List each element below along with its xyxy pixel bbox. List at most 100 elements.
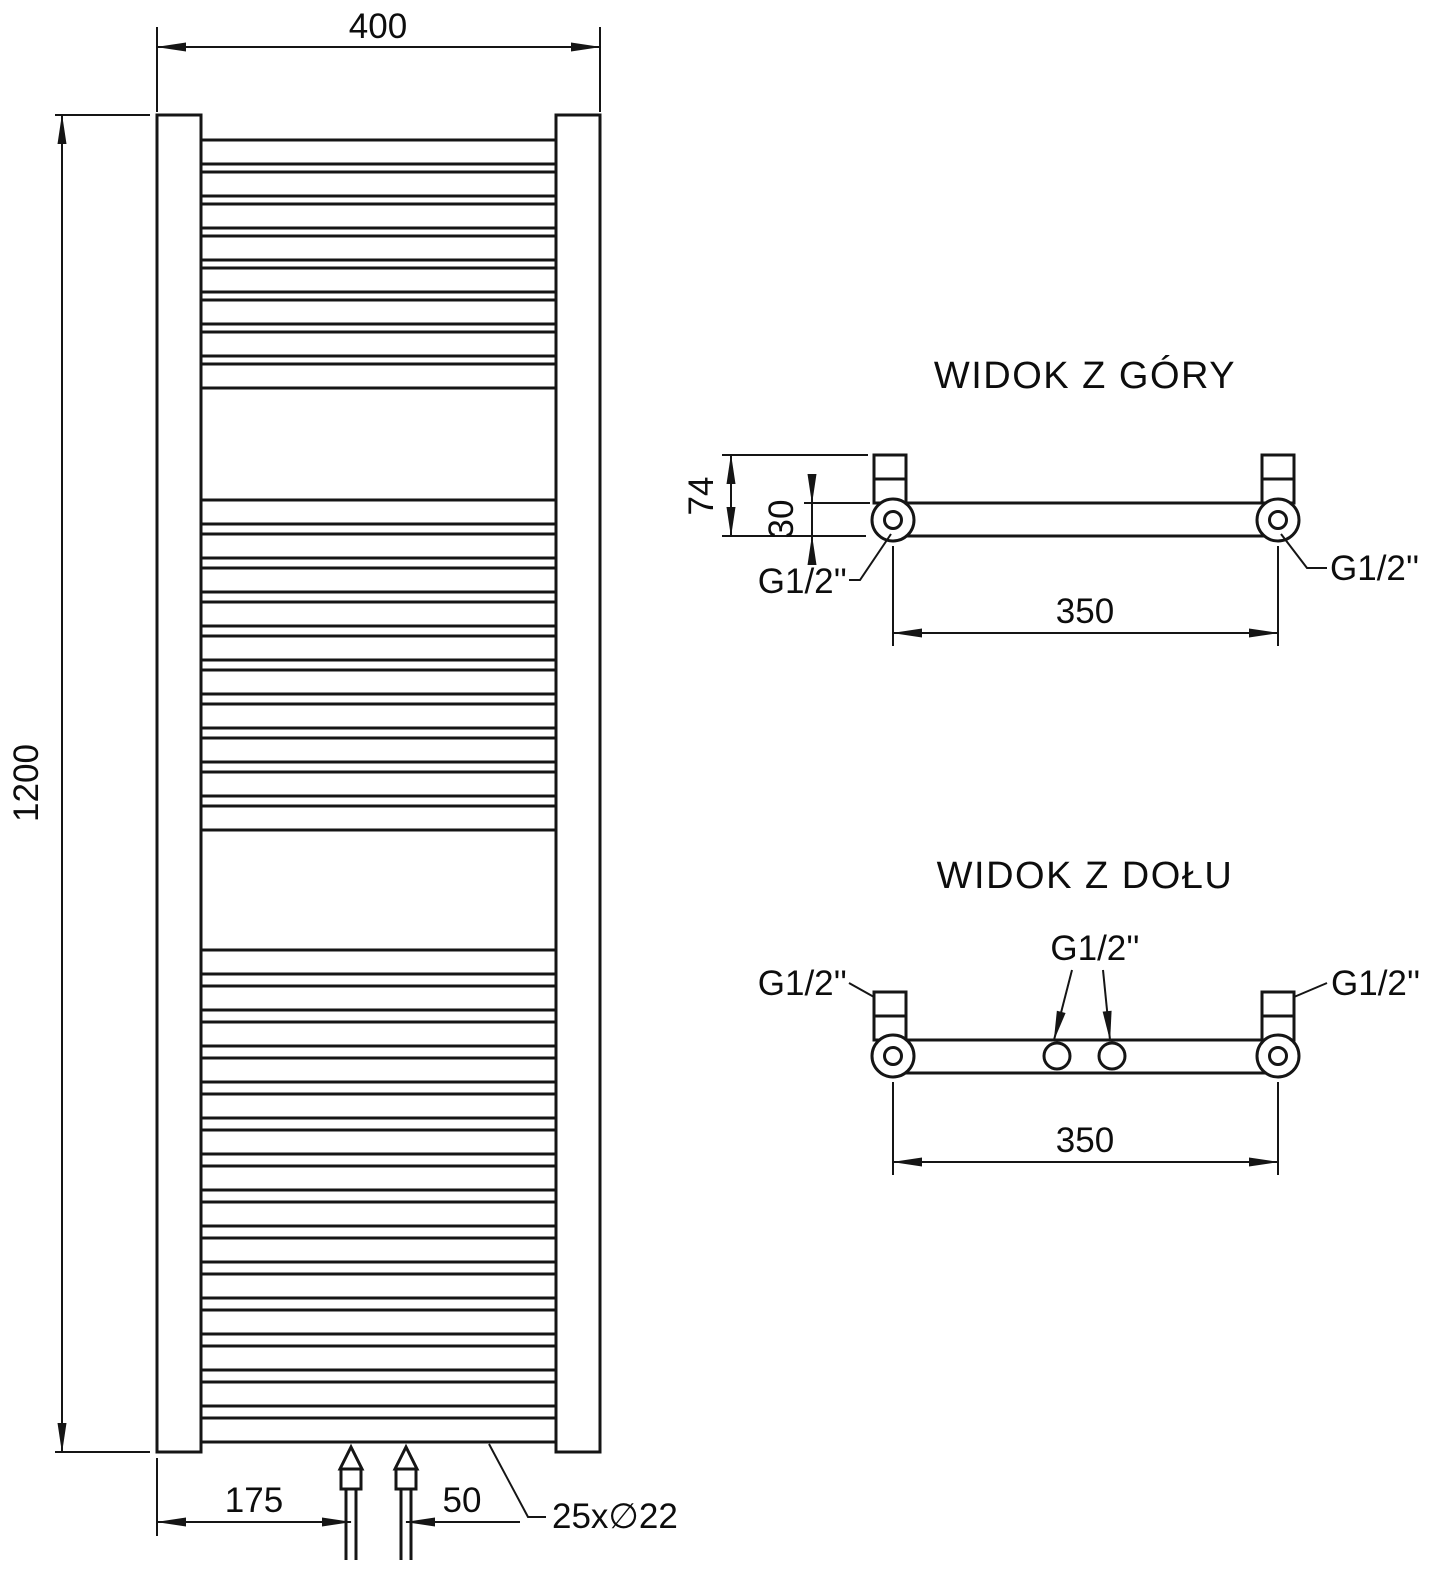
tube-spec-callout: 25x∅22 (488, 1443, 678, 1536)
radiator-tube (194, 736, 563, 764)
wall-bracket-left (872, 453, 908, 505)
radiator-tube (194, 234, 563, 262)
thread-circle (1268, 510, 1288, 530)
radiator-tube (194, 1380, 563, 1408)
thread-label: G1/2'' (1331, 964, 1420, 1003)
dim-offset-label: 175 (225, 1481, 283, 1520)
radiator-tube (194, 984, 563, 1012)
thread-label: G1/2'' (758, 562, 847, 601)
thread-label: G1/2'' (1050, 929, 1139, 968)
dim-bottom-connections: 175 50 (156, 1458, 520, 1536)
radiator-tube (194, 634, 563, 662)
radiator-tube (194, 1200, 563, 1228)
leader-arrow (1102, 969, 1112, 1041)
bottom-valve-left (337, 1443, 365, 1560)
dim-width: 400 (156, 7, 601, 112)
dim-axis-span-top: 350 (892, 546, 1279, 646)
radiator-tube (194, 1344, 563, 1372)
thread-label-right: G1/2'' (1280, 533, 1419, 588)
wall-bracket-right (1260, 453, 1296, 505)
radiator-tube (194, 668, 563, 696)
collector-end-right (1255, 1033, 1301, 1079)
top-tube-bar (883, 501, 1288, 538)
collector-circle (870, 1033, 916, 1079)
thread-label-center: G1/2'' (1050, 929, 1140, 1041)
radiator-tube (194, 202, 563, 230)
bottom-view-title: WIDOK Z DOŁU (937, 855, 1234, 897)
dim-tube-label: 30 (762, 500, 801, 539)
radiator-tube (194, 1236, 563, 1264)
radiator-tube (194, 1020, 563, 1048)
wall-bracket-left (872, 990, 908, 1042)
leader-arrow (1053, 969, 1073, 1041)
radiator-tube (194, 1416, 563, 1444)
collector-end-right (1255, 497, 1301, 543)
dim-height-label: 1200 (7, 744, 46, 822)
thread-circle (1268, 1046, 1288, 1066)
radiator-tube (194, 702, 563, 730)
radiator-tube (194, 266, 563, 294)
thread-label: G1/2'' (758, 964, 847, 1003)
bottom-view: WIDOK Z DOŁU G1/2'' G1/2'' (758, 855, 1420, 1175)
valve-cone (392, 1443, 420, 1471)
dim-axis-span-bottom: 350 (892, 1082, 1279, 1175)
thread-circle (883, 1046, 903, 1066)
dim-spacing-label: 50 (443, 1481, 482, 1520)
thread-circle (883, 510, 903, 530)
dim-width-label: 400 (349, 7, 407, 46)
bottom-valve-right (392, 1443, 420, 1560)
dim-depth: 74 (682, 454, 868, 537)
top-view-title: WIDOK Z GÓRY (934, 354, 1236, 397)
dim-depth-label: 74 (682, 477, 721, 516)
radiator-tube (194, 600, 563, 628)
tube-spec-label: 25x∅22 (552, 1497, 678, 1536)
collector-end-left (870, 497, 916, 543)
radiator-tube (194, 566, 563, 594)
radiator-tube (194, 498, 563, 526)
center-connection-left (1042, 1041, 1072, 1071)
leader-line (488, 1443, 546, 1518)
radiator-tube (194, 1272, 563, 1300)
radiator-tube (194, 1128, 563, 1156)
radiator-tube (194, 138, 563, 166)
thread-label-left: G1/2'' (758, 964, 875, 1003)
leader-line (1293, 982, 1328, 998)
center-connection-right (1097, 1041, 1127, 1071)
collector-circle (1255, 1033, 1301, 1079)
radiator-tubes (194, 138, 563, 1444)
valve-body (339, 1467, 363, 1491)
radiator-tube (194, 1164, 563, 1192)
leader-line (1280, 533, 1327, 569)
top-view: WIDOK Z GÓRY 74 30 (682, 354, 1419, 646)
radiator-tube (194, 948, 563, 976)
radiator-tube (194, 1308, 563, 1336)
radiator-tube (194, 770, 563, 798)
radiator-tube (194, 1056, 563, 1084)
valve-body (394, 1467, 418, 1491)
radiator-tube (194, 1092, 563, 1120)
front-view: 400 1200 175 50 25x∅22 (7, 7, 678, 1560)
radiator-tube (194, 362, 563, 390)
left-collector (155, 113, 203, 1454)
thread-label: G1/2'' (1330, 549, 1419, 588)
thread-label-right: G1/2'' (1293, 964, 1420, 1003)
thread-label-left: G1/2'' (758, 533, 892, 601)
dim-tube-diameter: 30 (762, 474, 870, 565)
radiator-tube (194, 532, 563, 560)
right-collector (554, 113, 602, 1454)
collector-circle (870, 497, 916, 543)
dim-height: 1200 (7, 114, 150, 1453)
collector-circle (1255, 497, 1301, 543)
collector-end-left (870, 1033, 916, 1079)
bottom-tube-bar (883, 1038, 1288, 1075)
dim-span-label: 350 (1056, 592, 1114, 631)
leader-line (848, 982, 875, 998)
radiator-tube (194, 298, 563, 326)
leader-line (849, 533, 892, 581)
dim-span-label: 350 (1056, 1121, 1114, 1160)
radiator-tube (194, 330, 563, 358)
radiator-tube (194, 804, 563, 832)
valve-cone (337, 1443, 365, 1471)
